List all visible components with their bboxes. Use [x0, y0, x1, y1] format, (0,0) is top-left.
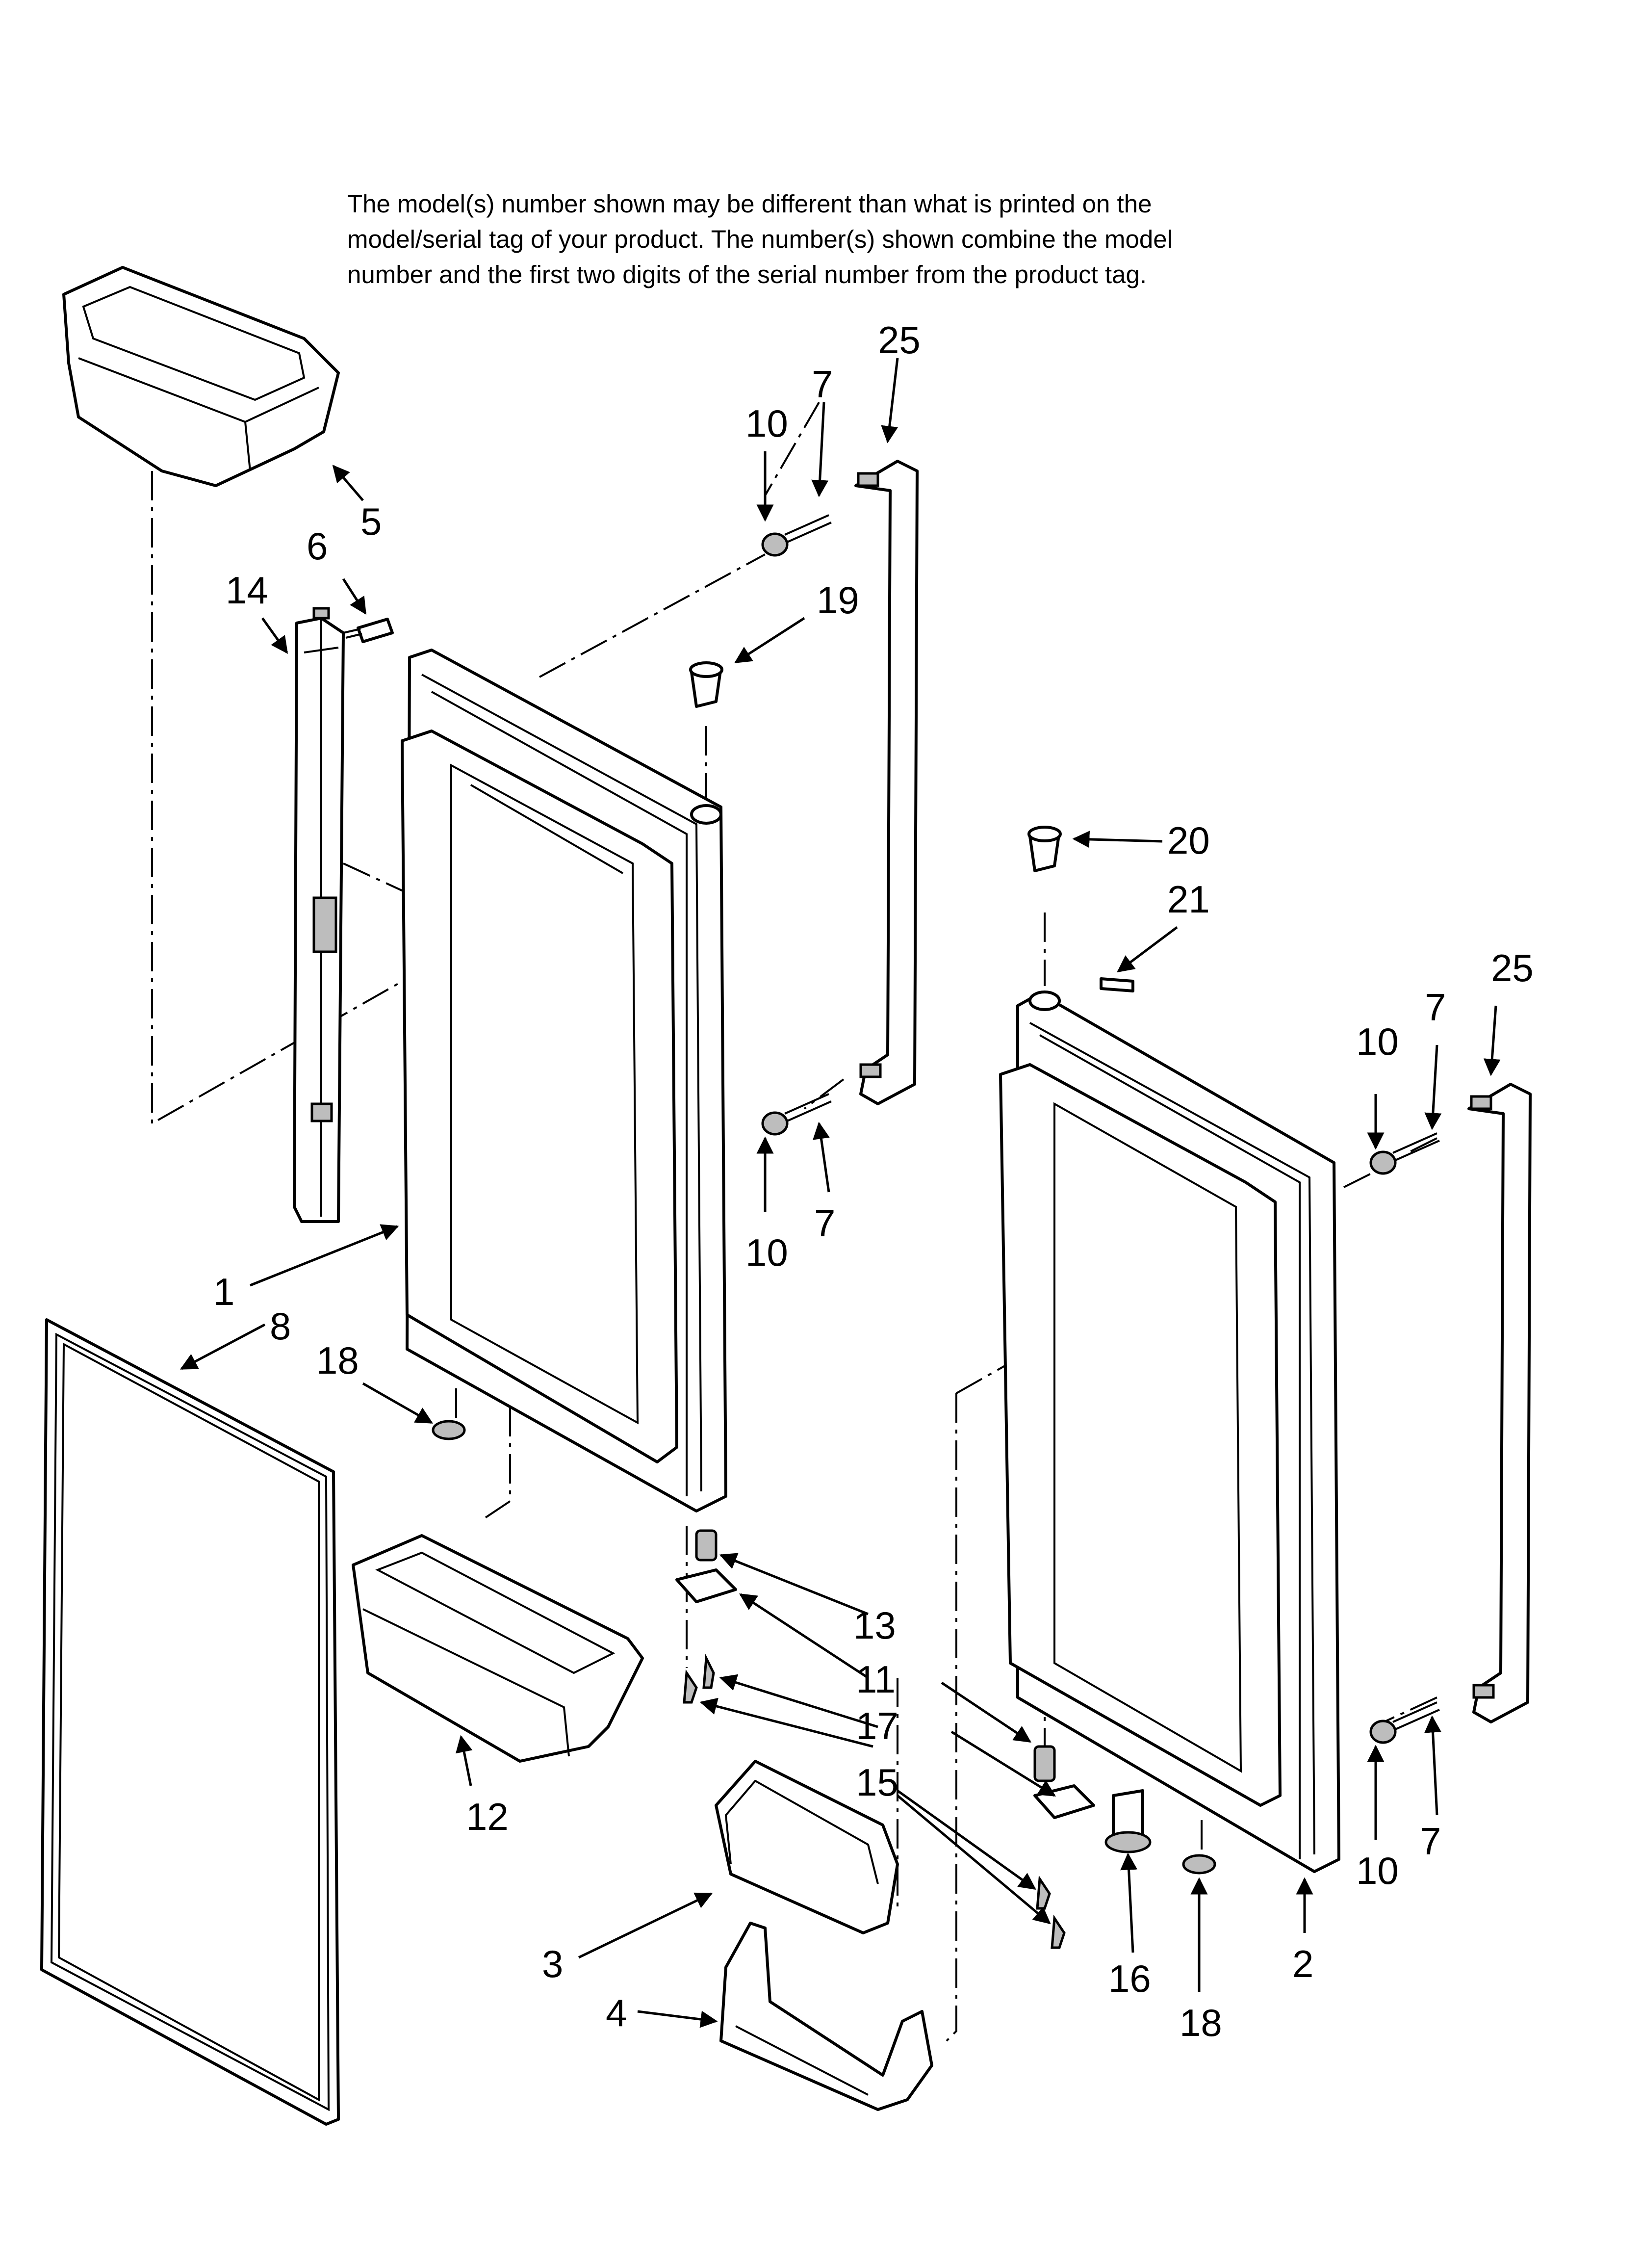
door-left	[401, 649, 727, 1512]
callout-17: 17	[856, 1704, 898, 1747]
door-bin-lower	[352, 1534, 644, 1763]
door-handle-left	[854, 460, 919, 1105]
callout-15: 15	[856, 1761, 898, 1804]
callout-20: 20	[1167, 819, 1210, 862]
bin-cover	[715, 1760, 899, 1934]
callout-5: 5	[360, 500, 382, 543]
note-line-1: The model(s) number shown may be differe…	[347, 190, 1152, 218]
note-line-2: model/serial tag of your product. The nu…	[347, 225, 1173, 253]
parts-note: The model(s) number shown may be differe…	[347, 186, 1377, 292]
callout-13: 13	[853, 1604, 896, 1647]
callout-6: 6	[307, 524, 328, 568]
door-bin-upper	[62, 266, 340, 487]
callout-18-left: 18	[316, 1339, 359, 1382]
leader-lines	[180, 358, 1501, 2028]
callout-14: 14	[226, 569, 268, 612]
callout-7-right-bottom: 7	[1420, 1820, 1441, 1863]
callout-8: 8	[270, 1304, 291, 1348]
callout-19: 19	[817, 578, 859, 622]
callout-10-mid: 10	[745, 1231, 788, 1274]
hardware	[432, 514, 1440, 1949]
callout-1: 1	[213, 1270, 234, 1313]
callout-10-top: 10	[745, 402, 788, 445]
callout-18-right: 18	[1180, 2001, 1222, 2044]
door-right	[999, 991, 1340, 1873]
hinge-channel	[293, 607, 345, 1223]
callout-7-top: 7	[812, 363, 833, 406]
callout-7-mid: 7	[814, 1201, 835, 1245]
door-gasket	[40, 1318, 340, 2126]
callout-3: 3	[542, 1942, 563, 1985]
callout-7-right-top: 7	[1425, 986, 1446, 1029]
callout-25-right: 25	[1491, 946, 1534, 990]
callout-16: 16	[1108, 1957, 1151, 2000]
callout-11: 11	[856, 1658, 896, 1701]
callout-2: 2	[1292, 1942, 1313, 1985]
callouts: 25 7 10 5 6 14 19 20 21 25 7 10 7 10 1 8…	[213, 318, 1534, 2044]
callout-12: 12	[466, 1795, 509, 1838]
door-handle-right	[1467, 1083, 1532, 1723]
callout-10-right-top: 10	[1356, 1020, 1399, 1063]
callout-25-left: 25	[878, 318, 921, 362]
note-line-3: number and the first two digits of the s…	[347, 261, 1147, 288]
screw-6	[343, 618, 394, 643]
callout-21: 21	[1167, 878, 1210, 921]
callout-4: 4	[606, 1991, 627, 2034]
callout-10-right-bottom: 10	[1356, 1849, 1399, 1892]
bin-base	[719, 1922, 933, 2111]
